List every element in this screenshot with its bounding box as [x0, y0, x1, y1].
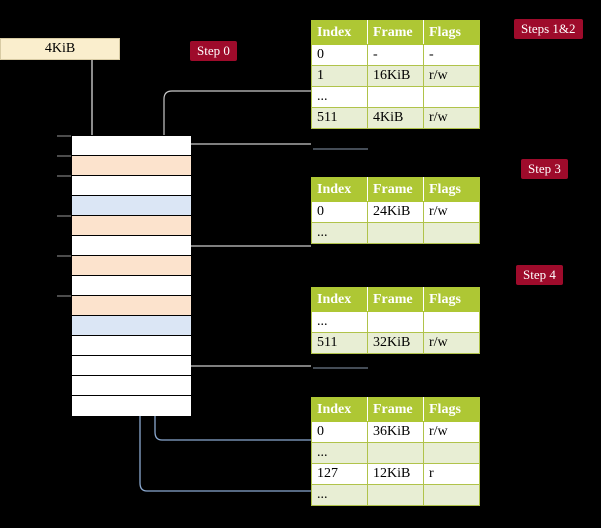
- source-page-box: 4KiB: [0, 38, 120, 60]
- memory-frame-cell: [72, 276, 191, 296]
- table-cell-flags: r/w: [423, 107, 480, 129]
- table-row: ...: [311, 442, 480, 464]
- table-cell-index: 0: [311, 421, 368, 443]
- table-cell-frame: 36KiB: [367, 421, 424, 443]
- table-cell-flags: [423, 442, 480, 464]
- memory-frame-cell: [72, 156, 191, 176]
- table-cell-frame: 32KiB: [367, 332, 424, 354]
- physical-memory-column: [71, 135, 191, 416]
- table-cell-index: 0: [311, 201, 368, 223]
- memory-frame-cell: [72, 136, 191, 156]
- table-row: ...: [311, 86, 480, 108]
- column-header-frame: Frame: [367, 287, 424, 312]
- memory-frame-cell: [72, 256, 191, 276]
- column-header-index: Index: [311, 287, 368, 312]
- memory-frame-cell: [72, 376, 191, 396]
- table-cell-index: ...: [311, 86, 368, 108]
- table-cell-flags: -: [423, 44, 480, 66]
- table-row: 0--: [311, 44, 480, 66]
- memory-frame-cell: [72, 216, 191, 236]
- table-row: ...: [311, 311, 480, 333]
- memory-frame-cell: [72, 236, 191, 256]
- column-header-flags: Flags: [423, 287, 480, 312]
- table-cell-index: ...: [311, 442, 368, 464]
- memory-frame-cell: [72, 356, 191, 376]
- column-header-frame: Frame: [367, 397, 424, 422]
- table-cell-flags: [423, 222, 480, 244]
- table-cell-flags: r: [423, 463, 480, 485]
- table-cell-flags: r/w: [423, 332, 480, 354]
- table-cell-flags: [423, 484, 480, 506]
- table-cell-flags: [423, 86, 480, 108]
- column-header-flags: Flags: [423, 177, 480, 202]
- table-row: ...: [311, 222, 480, 244]
- table-cell-index: 511: [311, 107, 368, 129]
- memory-frame-cell: [72, 196, 191, 216]
- table-cell-index: 511: [311, 332, 368, 354]
- memory-frame-cell: [72, 296, 191, 316]
- table-cell-frame: 16KiB: [367, 65, 424, 87]
- memory-frame-cell: [72, 176, 191, 196]
- table-cell-flags: [423, 311, 480, 333]
- column-header-index: Index: [311, 20, 368, 45]
- table-cell-frame: -: [367, 44, 424, 66]
- column-header-index: Index: [311, 397, 368, 422]
- badge-steps-1-2: Steps 1&2: [514, 19, 583, 39]
- badge-step-4: Step 4: [516, 265, 563, 285]
- memory-frame-cell: [72, 316, 191, 336]
- table-cell-index: 1: [311, 65, 368, 87]
- table-cell-frame: 4KiB: [367, 107, 424, 129]
- column-header-frame: Frame: [367, 20, 424, 45]
- table-cell-flags: r/w: [423, 421, 480, 443]
- memory-tick-marks: [57, 135, 71, 297]
- column-header-flags: Flags: [423, 20, 480, 45]
- table-cell-frame: [367, 86, 424, 108]
- table-cell-index: ...: [311, 222, 368, 244]
- memory-frame-cell: [72, 396, 191, 416]
- table-cell-index: 0: [311, 44, 368, 66]
- memory-frame-cell: [72, 336, 191, 356]
- table-cell-frame: [367, 484, 424, 506]
- table-cell-index: ...: [311, 311, 368, 333]
- table-cell-frame: 12KiB: [367, 463, 424, 485]
- table-cell-frame: [367, 442, 424, 464]
- badge-step-0: Step 0: [190, 41, 237, 61]
- column-header-frame: Frame: [367, 177, 424, 202]
- column-header-flags: Flags: [423, 397, 480, 422]
- table-row: ...: [311, 484, 480, 506]
- table-cell-flags: r/w: [423, 201, 480, 223]
- column-header-index: Index: [311, 177, 368, 202]
- table-cell-frame: [367, 311, 424, 333]
- table-cell-index: 127: [311, 463, 368, 485]
- table-cell-flags: r/w: [423, 65, 480, 87]
- table-cell-frame: 24KiB: [367, 201, 424, 223]
- table-cell-frame: [367, 222, 424, 244]
- badge-step-3: Step 3: [521, 159, 568, 179]
- table-cell-index: ...: [311, 484, 368, 506]
